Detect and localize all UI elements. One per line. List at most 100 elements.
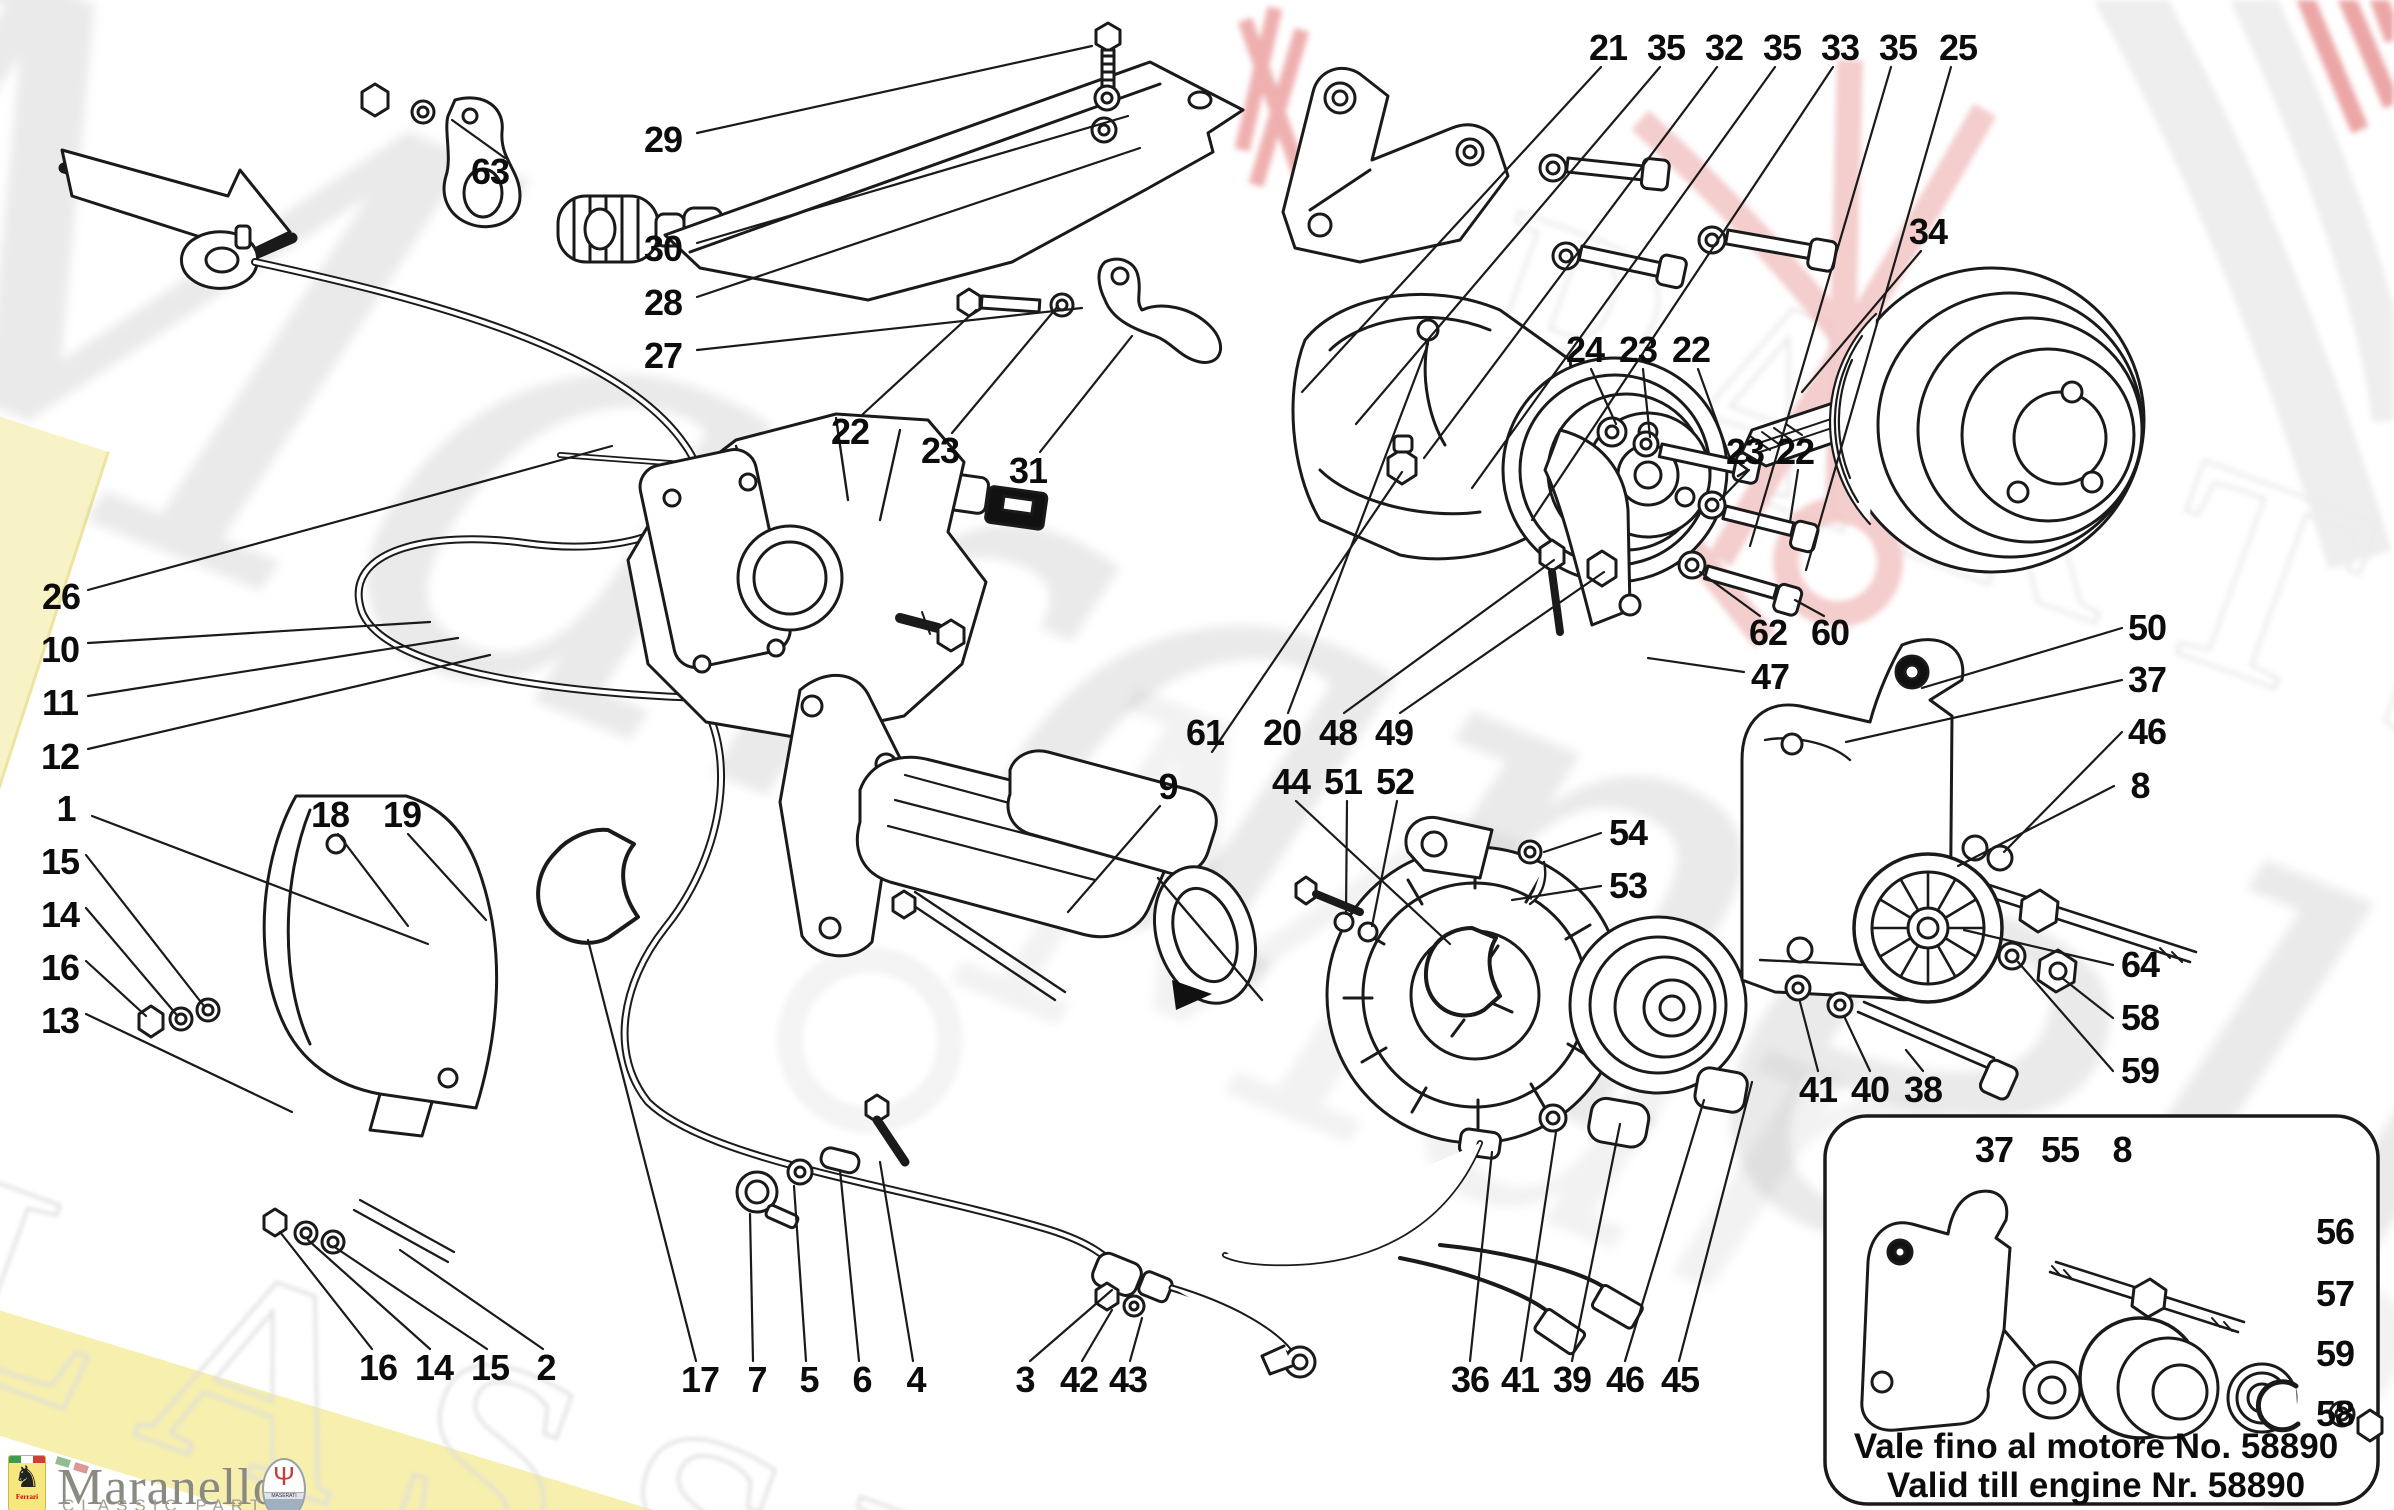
callout-11: 11: [41, 682, 79, 723]
leader-lines: [84, 44, 2364, 1430]
inset-stud: [2048, 1260, 2246, 1334]
mounting-bolts: [1538, 153, 1839, 290]
callout-62: 62: [1748, 612, 1788, 653]
callout-46: 46: [1605, 1359, 1645, 1400]
fork-bracket: [956, 257, 1222, 364]
note-line-english: Valid till engine Nr. 58890: [1886, 1466, 2306, 1505]
starter-cable-terminals: [1091, 1251, 1317, 1379]
callout-1: 1: [56, 788, 76, 829]
callout-46: 46: [2127, 711, 2167, 752]
inset-bracket: [1860, 1189, 2082, 1432]
callout-16: 16: [358, 1347, 398, 1388]
inset-box: [1823, 1114, 2384, 1506]
callout-55: 55: [2040, 1129, 2080, 1170]
callout-33: 33: [1820, 27, 1860, 68]
callout-41: 41: [1798, 1069, 1838, 1110]
callout-41: 41: [1500, 1359, 1540, 1400]
callout-22: 22: [1775, 431, 1815, 472]
callout-60: 60: [1810, 612, 1850, 653]
callout-14: 14: [414, 1347, 454, 1388]
callout-9: 9: [1158, 766, 1178, 807]
callout-34: 34: [1908, 211, 1948, 252]
callout-38: 38: [1903, 1069, 1943, 1110]
inset-pulley-bearing: [2078, 1316, 2384, 1443]
callout-58: 58: [2315, 1393, 2355, 1434]
callout-35: 35: [1762, 27, 1802, 68]
engine-block: [626, 412, 988, 740]
cable-clamp-and-connectors: [360, 82, 884, 264]
red-hatch-watermark: [1234, 6, 1310, 188]
callout-48: 48: [1318, 712, 1358, 753]
callout-19: 19: [382, 794, 422, 835]
callout-49: 49: [1374, 712, 1414, 753]
prancing-horse-icon: ♞: [13, 1461, 41, 1494]
rubber-boot: [1423, 926, 1502, 1018]
crank-pulley: [1828, 266, 2146, 574]
cable-clamp-hardware: [735, 1093, 910, 1230]
callout-2: 2: [536, 1347, 556, 1388]
callout-15: 15: [470, 1347, 510, 1388]
callout-32: 32: [1704, 27, 1744, 68]
callout-53: 53: [1608, 865, 1648, 906]
callout-59: 59: [2315, 1333, 2355, 1374]
callout-45: 45: [1660, 1359, 1700, 1400]
battery-cable: [180, 224, 1124, 1276]
callout-5: 5: [799, 1359, 819, 1400]
maserati-label: MASERATI: [264, 1492, 304, 1499]
callout-21: 21: [1588, 27, 1628, 68]
callout-44: 44: [1271, 761, 1311, 802]
callout-35: 35: [1878, 27, 1918, 68]
callout-25: 25: [1938, 27, 1978, 68]
alternator: [1294, 815, 1749, 1160]
ferrari-logo: ♞ Ferrari: [8, 1455, 46, 1510]
callout-40: 40: [1850, 1069, 1890, 1110]
classic-parts-label: CLASSIC PARTS: [62, 1496, 286, 1510]
callout-22: 22: [830, 411, 870, 452]
trident-icon: Ψ: [273, 1461, 295, 1491]
callout-58: 58: [2120, 997, 2160, 1038]
callout-35: 35: [1646, 27, 1686, 68]
note-line-italian: Vale fino al motore No. 58890: [1853, 1427, 2339, 1466]
callout-23: 23: [1725, 431, 1765, 472]
callout-12: 12: [40, 736, 80, 777]
callout-15: 15: [40, 841, 80, 882]
maranello-logo-text: Maranello: [57, 1459, 280, 1510]
callout-31: 31: [1008, 450, 1048, 491]
cable-heat-shield: [663, 21, 1245, 302]
compressor-mount-bracket: [1281, 66, 1510, 264]
callout-17: 17: [680, 1359, 720, 1400]
ferrari-label: Ferrari: [15, 1493, 39, 1501]
callout-63: 63: [470, 151, 510, 192]
callout-36: 36: [1450, 1359, 1490, 1400]
callout-8: 8: [2130, 765, 2150, 806]
callout-24: 24: [1565, 329, 1605, 370]
maserati-logo: Ψ MASERATI: [262, 1458, 306, 1510]
ac-compressor: [1291, 292, 1729, 584]
callout-22: 22: [1671, 329, 1711, 370]
callout-52: 52: [1375, 761, 1415, 802]
maserati-logo-base: [264, 1499, 304, 1510]
callout-61: 61: [1185, 712, 1225, 753]
callout-7: 7: [747, 1359, 767, 1400]
callout-8: 8: [2112, 1129, 2132, 1170]
callout-23: 23: [920, 430, 960, 471]
starter-heat-shield: [137, 794, 499, 1264]
callout-64: 64: [2120, 944, 2160, 985]
small-direction-arrow-icon: [1172, 980, 1212, 1010]
callout-16: 16: [40, 947, 80, 988]
callout-59: 59: [2120, 1050, 2160, 1091]
callout-56: 56: [2315, 1211, 2355, 1252]
callout-28: 28: [643, 282, 683, 323]
callout-37: 37: [1974, 1129, 2014, 1170]
callout-43: 43: [1108, 1359, 1148, 1400]
callout-30: 30: [643, 228, 683, 269]
callout-50: 50: [2127, 607, 2167, 648]
callout-20: 20: [1262, 712, 1302, 753]
callout-14: 14: [40, 894, 80, 935]
callout-37: 37: [2127, 659, 2167, 700]
alternator-wires: [1222, 1140, 1644, 1356]
callout-51: 51: [1323, 761, 1363, 802]
